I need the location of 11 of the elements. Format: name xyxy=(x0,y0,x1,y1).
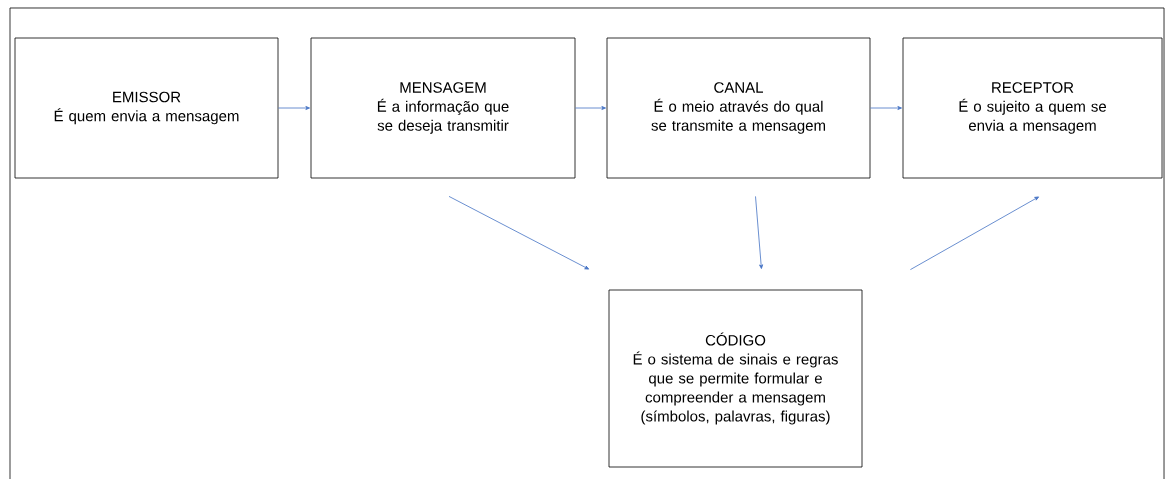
text-box: CÓDIGO É o sistema de sinais e regras que se permite formular e compreender a mensagem (símbolos, palavras, figuras) xyxy=(608,289,863,468)
arrow xyxy=(755,196,764,269)
arrow xyxy=(278,106,310,110)
text-box: RECEPTOR É o sujeito a quem se envia a mensagem xyxy=(902,37,1163,179)
arrow xyxy=(910,196,1039,270)
arrow xyxy=(575,106,606,110)
arrow xyxy=(448,196,590,270)
text-box: EMISSOR É quem envia a mensagem xyxy=(14,37,279,179)
arrow xyxy=(870,106,902,110)
text-box: CANAL É o meio através do qual se transmite a mensagem xyxy=(606,37,871,179)
text-box: MENSAGEM É a informação que se deseja transmitir xyxy=(310,37,576,179)
